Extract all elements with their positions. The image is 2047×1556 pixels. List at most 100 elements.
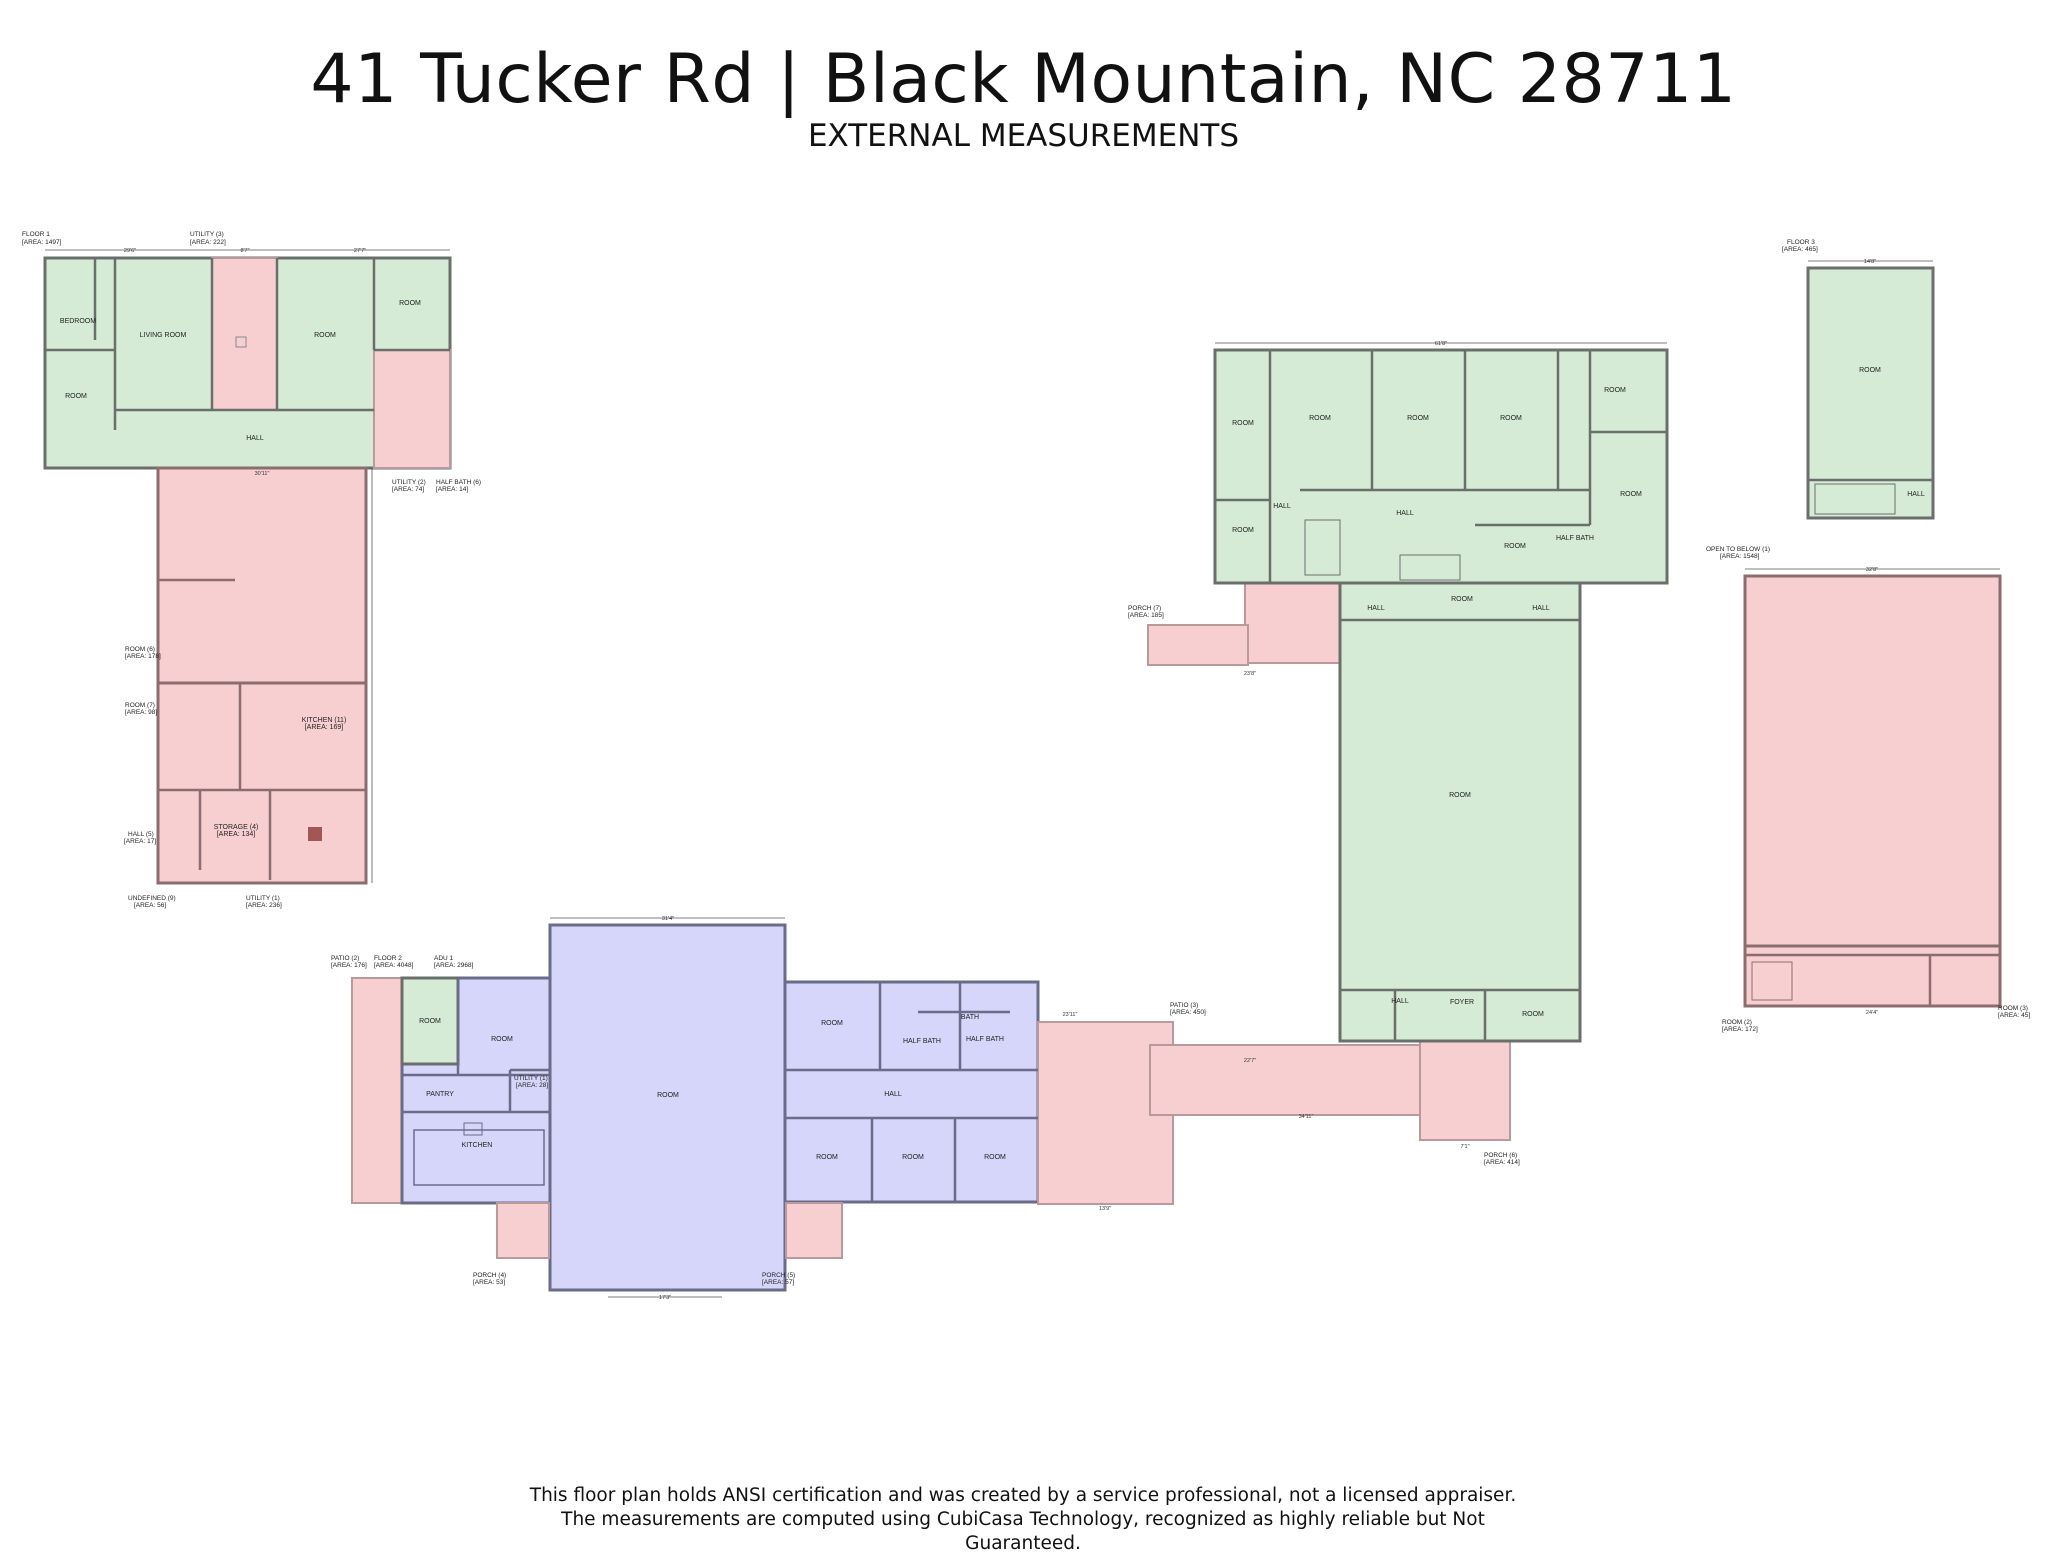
patio2-area-label: [AREA: 176] xyxy=(331,962,367,969)
porch7-label: PORCH (7) xyxy=(1128,605,1161,612)
patio2-area xyxy=(351,977,403,1204)
adu1-area-label: [AREA: 2968] xyxy=(434,962,474,969)
open-to-below-area xyxy=(1743,574,2002,948)
room6-area xyxy=(156,466,368,685)
building-floor-1 xyxy=(43,256,452,885)
room3-label: ROOM (3) xyxy=(1998,1005,2028,1012)
room-label-m9: ROOM xyxy=(1451,596,1473,603)
building-open-below xyxy=(1743,574,2002,1008)
half-bath6-area-label: [AREA: 14] xyxy=(436,486,468,493)
room-label-great: ROOM xyxy=(657,1092,679,1099)
room-label-great-main: ROOM xyxy=(1449,792,1471,799)
room3-area-label: [AREA: 45] xyxy=(1998,1012,2030,1019)
utility3-area xyxy=(211,257,278,411)
patio2-label: PATIO (2) xyxy=(331,955,359,962)
room-label-b1b: ROOM xyxy=(314,332,336,339)
undefined9-label: UNDEFINED (9) xyxy=(128,895,176,902)
floor2-great-room xyxy=(548,923,787,1292)
room-label-b1a: ROOM xyxy=(65,393,87,400)
dim-porch6-bottom: 7'1" xyxy=(1460,1144,1469,1150)
patio3-label: PATIO (3) xyxy=(1170,1002,1198,1009)
floor3-outline xyxy=(1806,266,1935,520)
room-label-m1: ROOM xyxy=(1232,420,1254,427)
porch6-area-label: [AREA: 414] xyxy=(1484,1159,1520,1166)
dim-adu-top: 23'11" xyxy=(1063,1012,1078,1018)
room-label-m4: ROOM xyxy=(1500,415,1522,422)
hall5-area-label: [AREA: 17] xyxy=(124,838,156,845)
dim-b2-bottom: 17'3" xyxy=(659,1295,671,1301)
storage4-area-label: [AREA: 134] xyxy=(217,831,256,838)
room-label-f3: ROOM xyxy=(1859,367,1881,374)
floor2-label: FLOOR 2 xyxy=(374,955,402,962)
dim-b1-top-c: 27'7" xyxy=(354,248,366,254)
half-bath6-area xyxy=(373,349,451,469)
half-bath-label-a: HALF BATH xyxy=(903,1038,941,1045)
room7-area-label: [AREA: 98] xyxy=(125,709,157,716)
porch6-area xyxy=(1419,1034,1511,1141)
dim-main-top: 61'8" xyxy=(1435,341,1447,347)
dim-porch7-bottom: 23'8" xyxy=(1244,671,1256,677)
kitchen11-area-label: [AREA: 169] xyxy=(305,724,344,731)
floor2-area-label: [AREA: 4048] xyxy=(374,962,414,969)
dim-b2-top: 31'4" xyxy=(662,916,674,922)
porch5-area xyxy=(785,1202,843,1259)
foyer-label: FOYER xyxy=(1450,999,1474,1006)
room-label-b2a: ROOM xyxy=(419,1018,441,1025)
room-label-b2f: ROOM xyxy=(984,1154,1006,1161)
room-label-m6: ROOM xyxy=(1620,491,1642,498)
room-label-b2c: ROOM xyxy=(821,1020,843,1027)
utility3-area-label: [AREA: 222] xyxy=(190,239,226,246)
lower-rooms-area xyxy=(156,681,368,885)
room-label-m7: ROOM xyxy=(1232,527,1254,534)
open-below-area-label: [AREA: 1548] xyxy=(1720,553,1760,560)
room7-label: ROOM (7) xyxy=(125,702,155,709)
half-bath-label-m: HALF BATH xyxy=(1556,535,1594,542)
building-floor-3 xyxy=(1806,266,1935,520)
hall-label-f3: HALL xyxy=(1907,491,1925,498)
hall5-label: HALL (5) xyxy=(128,831,154,838)
room6-area-label: [AREA: 178] xyxy=(125,653,161,660)
page-subtitle: EXTERNAL MEASUREMENTS xyxy=(807,118,1240,154)
porch6-label: PORCH (6) xyxy=(1484,1152,1517,1159)
room-label-m5: ROOM xyxy=(1604,387,1626,394)
bedroom-label: BEDROOM xyxy=(60,318,96,325)
building-main xyxy=(1147,348,1669,1141)
porch4-area-label: [AREA: 53] xyxy=(473,1279,505,1286)
porch7-area-label: [AREA: 185] xyxy=(1128,612,1164,619)
main-great-room xyxy=(1338,581,1582,1043)
hall-label-b2: HALL xyxy=(884,1091,902,1098)
hall-label-m3: HALL xyxy=(1367,605,1385,612)
hall-label-b1: HALL xyxy=(246,435,264,442)
room-label-b2b: ROOM xyxy=(491,1036,513,1043)
utility2-label: UTILITY (2) xyxy=(392,479,426,486)
bath-label: BATH xyxy=(961,1014,979,1021)
dim-walkway-bottom: 34'11" xyxy=(1299,1114,1314,1120)
floor1-label: FLOOR 1 xyxy=(22,231,50,238)
porch7-step xyxy=(1147,624,1249,666)
dim-patio3-bottom: 13'9" xyxy=(1099,1206,1111,1212)
half-bath6-label: HALF BATH (6) xyxy=(436,479,481,486)
room2-label: ROOM (2) xyxy=(1722,1019,1752,1026)
dim-b1-top-b: 8'7" xyxy=(240,248,249,254)
kitchen-label: KITCHEN xyxy=(462,1142,493,1149)
floor3-area-label: [AREA: 465] xyxy=(1782,246,1818,253)
porch5-area-label: [AREA: 57] xyxy=(762,1279,794,1286)
page-title: 41 Tucker Rd | Black Mountain, NC 28711 xyxy=(310,40,1737,119)
room-label-b1c: ROOM xyxy=(399,300,421,307)
room6-label: ROOM (6) xyxy=(125,646,155,653)
room2-area-label: [AREA: 172] xyxy=(1722,1026,1758,1033)
room-label-m2: ROOM xyxy=(1309,415,1331,422)
room-label-b2e: ROOM xyxy=(902,1154,924,1161)
dim-open-top: 32'8" xyxy=(1866,567,1878,573)
pantry-label: PANTRY xyxy=(426,1091,454,1098)
utility3-label: UTILITY (3) xyxy=(190,231,224,238)
open-below-label: OPEN TO BELOW (1) xyxy=(1706,546,1770,553)
dim-f3-top: 14'8" xyxy=(1864,259,1876,265)
dim-walkway-top: 22'7" xyxy=(1244,1058,1256,1064)
dim-b1-mid: 30'11" xyxy=(255,471,270,477)
utility1-area-label: [AREA: 236] xyxy=(246,902,282,909)
living-room-label: LIVING ROOM xyxy=(140,332,187,339)
floor1-area: [AREA: 1497] xyxy=(22,239,62,246)
porch5-label: PORCH (5) xyxy=(762,1272,795,1279)
